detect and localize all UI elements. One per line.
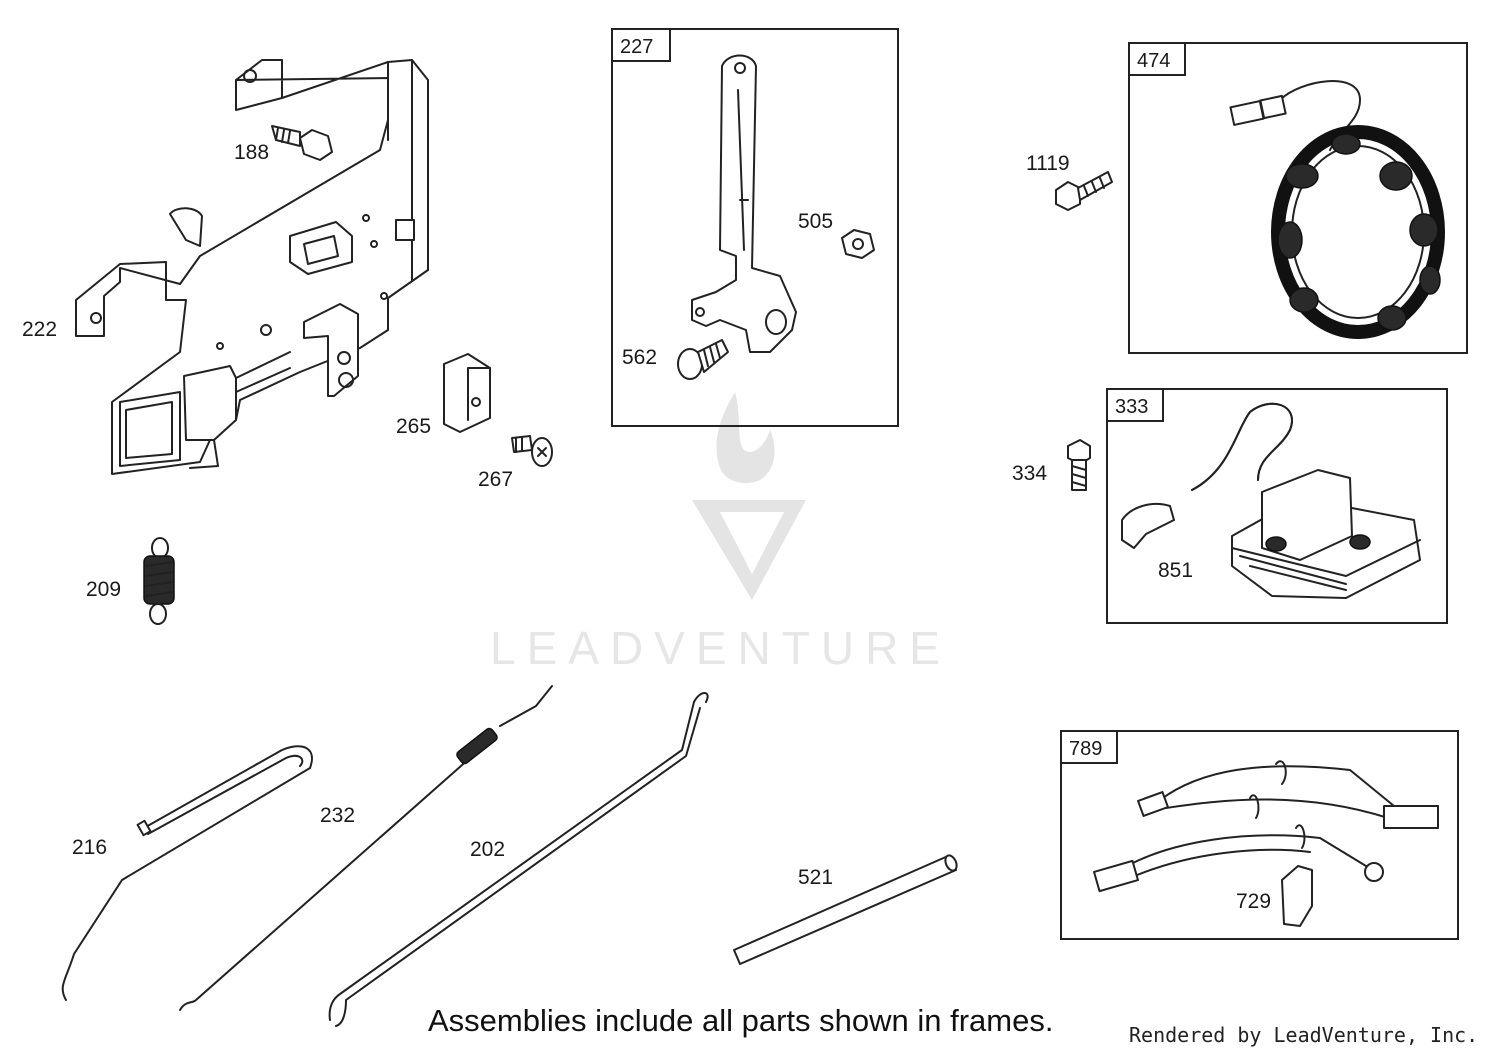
callout-labels: 188 222 209 265 267 505 562 1119 334 851…: [22, 141, 1271, 913]
callout-202: 202: [470, 838, 505, 861]
callout-265: 265: [396, 415, 431, 438]
callout-267: 267: [478, 468, 513, 491]
render-credit: Rendered by LeadVenture, Inc.: [1129, 1023, 1478, 1047]
assembly-label: 227: [620, 36, 653, 58]
callout-1119: 1119: [1026, 152, 1070, 175]
rod-216-part: [61, 745, 313, 1001]
assembly-label: 474: [1137, 50, 1170, 72]
callout-222: 222: [22, 318, 57, 341]
screw-267-part: [511, 435, 553, 467]
rod-202-part: [328, 692, 709, 1027]
watermark: LEADVENTURE: [490, 392, 951, 674]
ignition-coil-333-part: [1121, 402, 1421, 599]
assembly-frame-333: 333: [1106, 388, 1448, 624]
screw-562-part: [677, 339, 729, 380]
control-bracket-part: [75, 59, 429, 475]
spring-209-part: [143, 537, 175, 625]
nut-505-part: [841, 229, 875, 259]
callout-232: 232: [320, 804, 355, 827]
wire-harness-789-part: [1093, 760, 1439, 927]
clip-265-part: [443, 353, 491, 433]
assemblies-note: Assemblies include all parts shown in fr…: [428, 1003, 1053, 1038]
assembly-frame-474: 474: [1128, 42, 1468, 354]
callout-216: 216: [72, 836, 107, 859]
alternator-474-part: [1229, 80, 1445, 339]
bolt-334-part: [1067, 439, 1091, 491]
callout-188: 188: [234, 141, 269, 164]
lever-227-part: [691, 54, 797, 353]
callout-505: 505: [798, 210, 833, 233]
assembly-label: 333: [1115, 396, 1148, 418]
cable-232-part: [179, 685, 553, 1011]
callout-562: 562: [622, 346, 657, 369]
assembly-frame-789: 789: [1060, 730, 1459, 940]
callout-521: 521: [798, 866, 833, 889]
tube-521-part: [733, 854, 958, 965]
callout-851: 851: [1158, 559, 1193, 582]
bolt-188-part: [271, 125, 333, 161]
callout-334: 334: [1012, 462, 1047, 485]
assembly-label: 789: [1069, 738, 1102, 760]
watermark-text: LEADVENTURE: [490, 622, 951, 674]
callout-209: 209: [86, 578, 121, 601]
callout-729: 729: [1236, 890, 1271, 913]
watermark-flame-icon: [716, 392, 775, 484]
watermark-chevron-icon: [692, 500, 806, 600]
bolt-1119-part: [1055, 171, 1113, 211]
assembly-frame-227: 227: [611, 28, 899, 427]
